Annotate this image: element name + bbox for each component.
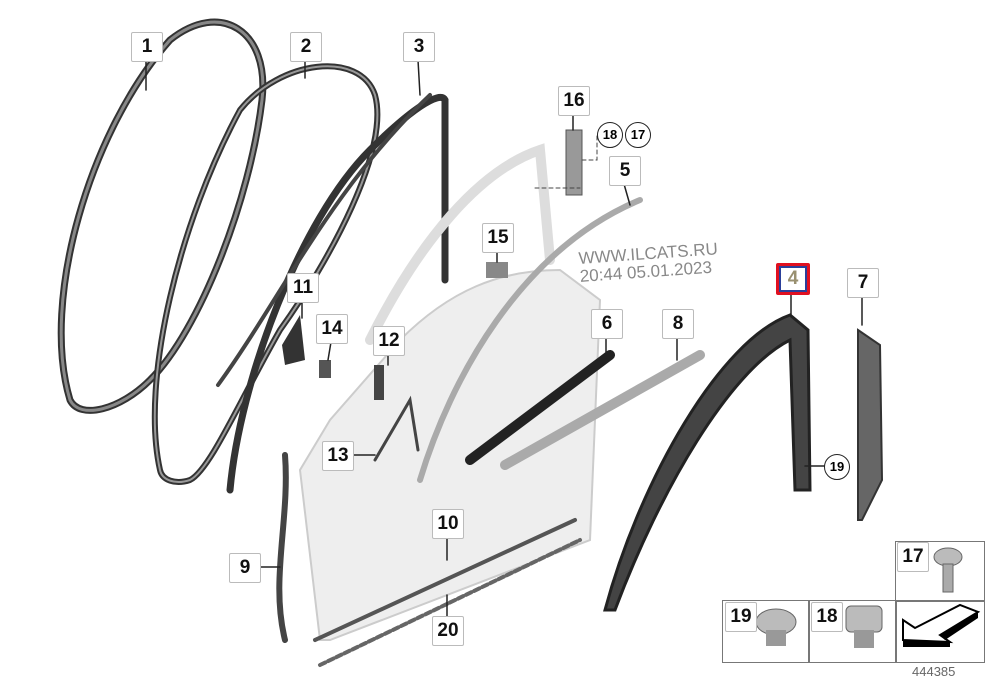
callout-4-selected[interactable]: 4 [776,263,810,295]
legend-cell-19 [722,600,810,663]
part-12-cable [374,365,384,400]
diagram-reference-number: 444385 [912,664,956,679]
legend-cell-17 [895,541,985,602]
part-20-seal [318,538,582,667]
callout-13[interactable]: 13 [322,441,354,471]
part-3-window-channel [226,94,449,494]
part-10-seal [313,518,577,642]
circle-callout-19[interactable]: 19 [824,454,850,480]
circle-callout-18[interactable]: 18 [597,122,623,148]
callout-3[interactable]: 3 [403,32,435,62]
legend-screw-icon [933,547,963,593]
part-6-seal [465,350,615,465]
callout-9[interactable]: 9 [229,553,261,583]
callout-17[interactable]: 17 [897,542,929,572]
legend-clip-19-icon [755,608,797,646]
part-11-trim [282,315,305,365]
callout-16[interactable]: 16 [558,86,590,116]
circle-callout-17[interactable]: 17 [625,122,651,148]
part-5-trim [417,197,643,483]
callout-10[interactable]: 10 [432,509,464,539]
callout-18[interactable]: 18 [811,602,843,632]
part-16-bracket [565,129,583,196]
part-9-seal [276,452,289,643]
callout-2[interactable]: 2 [290,32,322,62]
legend-cell-18 [808,600,897,663]
callout-8[interactable]: 8 [662,309,694,339]
callout-12[interactable]: 12 [373,326,405,356]
part-7-pillar-cover [857,328,884,521]
callout-19[interactable]: 19 [725,602,757,632]
part-8-trim [500,350,705,470]
front-direction-arrow-icon [902,603,981,644]
callout-15[interactable]: 15 [482,223,514,253]
callout-7[interactable]: 7 [847,268,879,298]
callout-14[interactable]: 14 [316,314,348,344]
part-4-pillar-trim [603,313,812,612]
callout-5[interactable]: 5 [609,156,641,186]
callout-6[interactable]: 6 [591,309,623,339]
part-13-cable [373,395,420,462]
callout-1[interactable]: 1 [131,32,163,62]
callout-20[interactable]: 20 [432,616,464,646]
legend-cell-arrow [895,600,985,663]
legend-clip-18-icon [845,605,883,648]
part-15-clip [486,262,508,278]
part-14-clip [319,360,331,378]
callout-11[interactable]: 11 [287,273,319,303]
